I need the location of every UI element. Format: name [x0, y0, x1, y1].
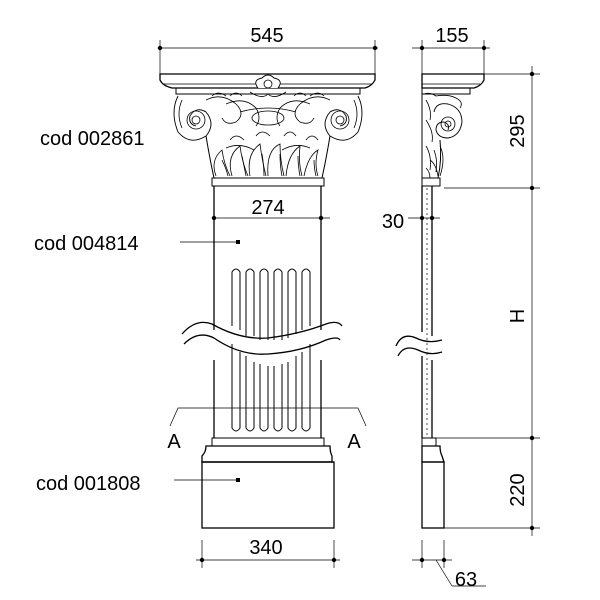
side-base: [421, 437, 445, 529]
code-labels: cod 002861 cod 004814 cod 001808: [34, 128, 240, 495]
volute-left: [173, 95, 212, 141]
dimension-label-274: 274: [251, 197, 284, 219]
flutes-lower: [231, 344, 311, 432]
break-line-side: [395, 335, 443, 347]
dimension-shaft-width: 274: [211, 197, 330, 221]
dimension-label-155: 155: [435, 25, 468, 47]
dimension-label-220: 220: [507, 473, 529, 506]
dimension-label-63: 63: [455, 569, 477, 591]
volute-right: [324, 95, 363, 141]
code-capital: cod 002861: [40, 128, 145, 150]
shaft: [181, 186, 343, 438]
side-view: 155: [382, 25, 540, 591]
flutes-upper: [231, 268, 311, 340]
dimension-vertical-chain: 295 H 220: [436, 66, 540, 536]
dimension-label-295: 295: [507, 114, 529, 147]
dimension-base-width: 340: [196, 537, 340, 568]
dimension-label-340: 340: [249, 537, 282, 559]
dimension-label-545: 545: [250, 25, 283, 47]
base: [201, 437, 335, 529]
capital: [159, 73, 376, 187]
dimension-base-depth: 63: [412, 540, 486, 591]
section-label-left: A: [167, 431, 181, 453]
front-view: 545: [34, 25, 378, 568]
dimension-capital-depth: 155: [412, 25, 490, 74]
section-a-a: A A: [167, 407, 367, 453]
dimension-shaft-depth: 30: [382, 211, 440, 233]
dimension-label-30: 30: [382, 211, 404, 233]
fleuron: [249, 74, 287, 97]
dimension-label-h: H: [507, 309, 529, 323]
dimension-capital-width: 545: [157, 25, 378, 74]
code-shaft: cod 004814: [34, 233, 139, 255]
side-shaft: [395, 186, 443, 438]
break-line-front: [181, 321, 343, 339]
acanthus-band: [205, 92, 331, 127]
section-label-right: A: [347, 431, 361, 453]
side-capital: [421, 73, 485, 187]
code-base: cod 001808: [36, 473, 141, 495]
acanthus-leaves: [213, 131, 319, 177]
